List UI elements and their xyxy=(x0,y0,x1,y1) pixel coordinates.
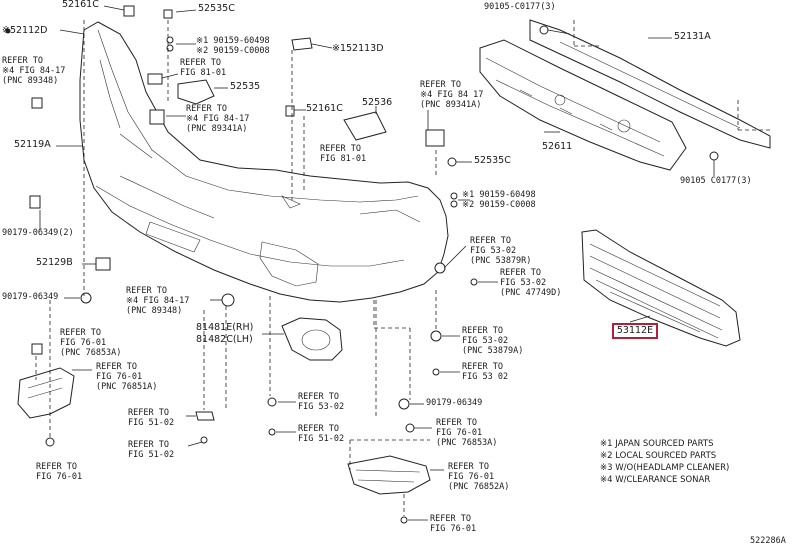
ref-fig84-left[interactable]: REFER TO ※4 FIG 84-17 (PNC 89348) xyxy=(2,56,66,86)
ref-fig53-r[interactable]: REFER TO FIG 53-02 (PNC 53879R) xyxy=(470,236,532,266)
absorber-drawing xyxy=(529,19,771,149)
ref-fig81-top[interactable]: REFER TO FIG 81-01 xyxy=(180,58,227,78)
label-90179-mid: 90179-06349 xyxy=(426,398,483,408)
ref-fig84-bottom[interactable]: REFER TO ※4 FIG 84-17 (PNC 89348) xyxy=(126,286,190,316)
label-90159-a: ※1 90159-60498 ※2 90159-C0008 xyxy=(196,36,270,56)
label-52161c-top: 52161C xyxy=(62,0,99,10)
ref-fig53-a[interactable]: REFER TO FIG 53-02 (PNC 53879A) xyxy=(462,326,524,356)
ref-fig84-mid[interactable]: REFER TO ※4 FIG 84-17 (PNC 89341A) xyxy=(186,104,250,134)
legend-item-1: ※1 JAPAN SOURCED PARTS xyxy=(600,439,714,449)
label-90159-b: ※1 90159-60498 ※2 90159-C0008 xyxy=(462,190,536,210)
ref-fig76-b[interactable]: REFER TO FIG 76-01 (PNC 76851A) xyxy=(96,362,158,392)
label-52129b: 52129B xyxy=(36,257,73,268)
legend-item-3: ※3 W/O(HEADLAMP CLEANER) xyxy=(600,463,730,473)
lower-seal-drawing xyxy=(347,455,431,495)
label-90179-left: 90179-06349 xyxy=(2,292,59,302)
label-90105-bottom: 90105 C0177(3) xyxy=(680,176,752,186)
ref-fig51-a[interactable]: REFER TO FIG 51-02 xyxy=(128,408,175,428)
ref-fig76-left[interactable]: REFER TO FIG 76-01 xyxy=(36,462,83,482)
label-52161c-mid: 52161C xyxy=(306,103,343,114)
leader-lines xyxy=(39,5,715,521)
label-52535c-mid: 52535C xyxy=(474,155,511,166)
drawing-id: 522286A xyxy=(750,536,786,546)
label-52131a: 52131A xyxy=(674,31,711,42)
reinforcement-drawing xyxy=(479,39,687,171)
ref-fig76-bottom[interactable]: REFER TO FIG 76-01 xyxy=(430,514,477,534)
ref-fig53-b[interactable]: REFER TO FIG 53 02 xyxy=(462,362,509,382)
label-81481e: 81481E(RH) 81482C(LH) xyxy=(196,322,254,345)
ref-fig76-a[interactable]: REFER TO FIG 76-01 (PNC 76853A) xyxy=(60,328,122,358)
ref-fig84-right[interactable]: REFER TO ※4 FIG 84 17 (PNC 89341A) xyxy=(420,80,484,110)
label-52535c-top: 52535C xyxy=(198,3,235,14)
ref-fig53-c[interactable]: REFER TO FIG 53-02 xyxy=(298,392,345,412)
ref-fig51-c[interactable]: REFER TO FIG 51-02 xyxy=(298,424,345,444)
grille-drawing xyxy=(581,229,741,347)
label-52611: 52611 xyxy=(542,141,573,152)
label-52113d: ※152113D xyxy=(332,43,384,54)
left-seal-drawing xyxy=(17,367,75,419)
ref-fig76-d[interactable]: REFER TO FIG 76-01 (PNC 76852A) xyxy=(448,462,510,492)
label-52119a: 52119A xyxy=(14,139,51,150)
ref-fig53-47[interactable]: REFER TO FIG 53-02 (PNC 47749D) xyxy=(500,268,562,298)
label-52535: 52535 xyxy=(230,81,261,92)
label-90105-top: 90105-C0177(3) xyxy=(484,2,556,12)
ref-fig81-mid[interactable]: REFER TO FIG 81-01 xyxy=(320,144,367,164)
label-90179-2: 90179-06349(2) xyxy=(2,228,74,238)
ref-fig76-c[interactable]: REFER TO FIG 76-01 (PNC 76853A) xyxy=(436,418,498,448)
bumper-cover-drawing xyxy=(79,21,449,303)
legend-item-4: ※4 W/CLEARANCE SONAR xyxy=(600,475,711,485)
label-52112d: ※52112D xyxy=(2,25,48,36)
dashed-guides xyxy=(35,20,770,516)
fasteners-drawing xyxy=(5,5,719,524)
label-52536: 52536 xyxy=(362,97,393,108)
ref-fig51-b[interactable]: REFER TO FIG 51-02 xyxy=(128,440,175,460)
legend-item-2: ※2 LOCAL SOURCED PARTS xyxy=(600,451,717,461)
fog-cover-drawing xyxy=(281,317,343,361)
highlighted-part-53112e[interactable]: 53112E xyxy=(612,323,658,339)
